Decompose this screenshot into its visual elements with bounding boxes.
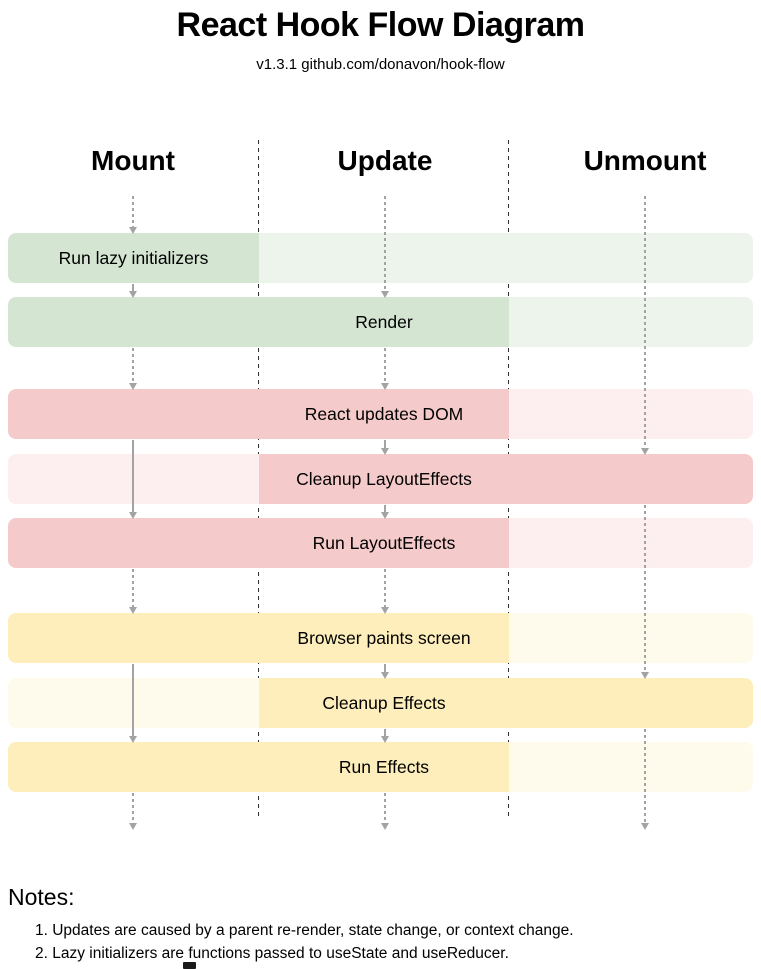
band-segment-inactive: [509, 613, 753, 663]
flow-arrow-down-icon: [384, 440, 386, 453]
flow-band-run-effects: Run Effects: [8, 742, 753, 792]
band-label: Run lazy initializers: [58, 248, 209, 268]
flow-band-react-updates-dom: React updates DOM: [8, 389, 753, 439]
flow-arrow-down-icon: [644, 729, 646, 828]
band-segment-active: [259, 454, 753, 504]
band-segment-inactive: [509, 742, 753, 792]
band-label: Render: [355, 312, 413, 332]
flow-arrow-down-icon: [132, 440, 134, 517]
clipped-text-fragment: [183, 962, 196, 969]
flow-arrow-down-icon: [132, 664, 134, 741]
flow-arrow-down-icon: [644, 505, 646, 677]
column-header-unmount: Unmount: [583, 145, 707, 176]
flow-band-cleanup-effects: Cleanup Effects: [8, 678, 753, 728]
band-label: Run LayoutEffects: [312, 533, 456, 553]
column-header-mount: Mount: [91, 145, 175, 176]
flow-arrow-down-icon: [384, 348, 386, 388]
band-segment-inactive: [509, 297, 753, 347]
band-segment-inactive: [259, 233, 753, 283]
flow-arrow-down-icon: [132, 284, 134, 296]
flow-arrow-down-icon: [384, 729, 386, 741]
flow-band-run-lazy-initializers: Run lazy initializers: [8, 233, 753, 283]
page-title: React Hook Flow Diagram: [176, 6, 585, 44]
flow-arrow-down-icon: [384, 664, 386, 677]
notes-list: 1. Updates are caused by a parent re-ren…: [8, 919, 748, 965]
notes-heading: Notes:: [8, 884, 75, 910]
flow-arrow-down-icon: [384, 569, 386, 612]
band-segment-active: [8, 742, 509, 792]
flow-arrow-down-icon: [384, 505, 386, 517]
page-subtitle: v1.3.1 github.com/donavon/hook-flow: [256, 56, 505, 73]
band-label: Run Effects: [338, 757, 430, 777]
flow-band-cleanup-layouteffects: Cleanup LayoutEffects: [8, 454, 753, 504]
flow-band-render: Render: [8, 297, 753, 347]
band-label: Browser paints screen: [297, 628, 471, 648]
band-label: Cleanup Effects: [322, 693, 446, 713]
band-segment-active: [8, 389, 509, 439]
band-segment-inactive: [509, 518, 753, 568]
band-label: Cleanup LayoutEffects: [296, 469, 472, 489]
band-label: React updates DOM: [304, 404, 464, 424]
flow-arrow-down-icon: [132, 569, 134, 612]
flow-arrow-down-icon: [132, 196, 134, 232]
column-header-update: Update: [337, 145, 433, 176]
flow-arrow-down-icon: [384, 196, 386, 296]
flow-band-run-layouteffects: Run LayoutEffects: [8, 518, 753, 568]
flow-arrow-down-icon: [132, 793, 134, 828]
band-segment-active: [259, 678, 753, 728]
flow-band-browser-paints-screen: Browser paints screen: [8, 613, 753, 663]
band-segment-inactive: [509, 389, 753, 439]
flow-arrow-down-icon: [384, 793, 386, 828]
note-item: 1. Updates are caused by a parent re-ren…: [35, 922, 574, 939]
flow-arrow-down-icon: [644, 196, 646, 453]
band-segment-active: [8, 613, 509, 663]
band-segment-active: [8, 233, 259, 283]
band-segment-active: [8, 518, 509, 568]
band-segment-active: [8, 297, 509, 347]
note-item: 2. Lazy initializers are functions passe…: [35, 945, 509, 962]
flow-arrow-down-icon: [132, 348, 134, 388]
